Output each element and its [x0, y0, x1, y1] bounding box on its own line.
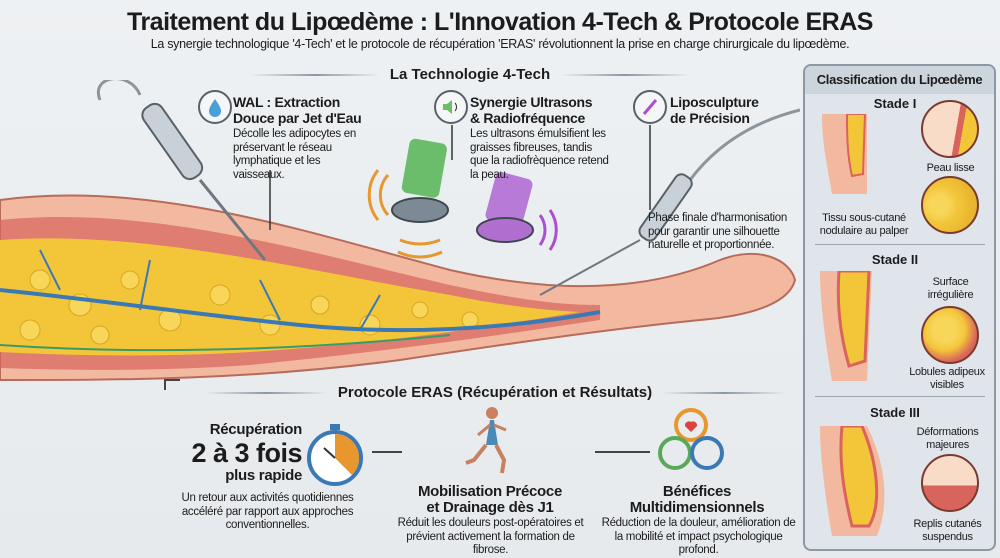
recovery-description: Un retour aux activités quotidiennes acc… [181, 492, 354, 531]
benefits-description: Réduction de la douleur, amélioration de… [601, 517, 796, 556]
stage-3-title: Stade III [870, 405, 920, 420]
stage-1-label-a: Peau lisse [926, 162, 975, 174]
recovery-label: Récupération [209, 421, 303, 438]
stage-3-leg-icon [820, 426, 885, 536]
classification-panel: Classification du Lipœdème Stade I Peau … [803, 64, 996, 551]
us-rf-title: Synergie Ultrasons& Radiofréquence [470, 94, 593, 126]
stage-2-label-a: Surface irrégulière [927, 276, 974, 301]
connector-line [372, 451, 402, 453]
leg-cross-section-illustration [0, 80, 800, 390]
stage-3-label-a: Déformations majeures [916, 426, 979, 451]
classification-heading: Classification du Lipœdème [805, 66, 994, 94]
divider [815, 396, 985, 397]
water-drop-icon [198, 90, 232, 124]
stage-1-skin-detail [921, 100, 979, 158]
stage-1-fat-detail [921, 176, 979, 234]
mobilisation-description: Réduit les douleurs post-opératoires et … [397, 517, 584, 556]
stopwatch-icon [307, 424, 363, 486]
page-subtitle: La synergie technologique '4-Tech' et le… [150, 37, 850, 51]
tech-heading-text: La Technologie 4-Tech [389, 66, 551, 83]
eras-section-heading: Protocole ERAS (Récupération et Résultat… [205, 384, 785, 401]
speaker-icon [434, 90, 468, 124]
connector-line [595, 451, 650, 453]
divider [815, 244, 985, 245]
stage-3-label-b: Replis cutanés suspendus [913, 518, 982, 543]
page-title: Traitement du Lipœdème : L'Innovation 4-… [127, 8, 873, 36]
us-rf-description: Les ultrasons émulsifient les graisses f… [470, 128, 609, 181]
stage-3-folds-detail [921, 454, 979, 512]
wal-description: Décolle les adipocytes en préservant le … [233, 128, 356, 181]
stage-1-title: Stade I [873, 96, 917, 111]
cannula-icon [633, 90, 667, 124]
stage-2-title: Stade II [871, 252, 919, 267]
tech-section-heading: La Technologie 4-Tech [250, 66, 690, 83]
recovery-big-number: 2 à 3 fois [191, 438, 302, 468]
stage-1-leg-icon [822, 114, 867, 194]
benefits-cycle-icon [658, 408, 724, 470]
stage-1-label-b: Tissu sous-cutané nodulaire au palper [819, 212, 909, 237]
lipo-description: Phase finale d'harmonisation pour garant… [648, 212, 787, 251]
recovery-small-label: plus rapide [225, 467, 302, 484]
stage-2-leg-icon [820, 271, 872, 381]
eras-heading-text: Protocole ERAS (Récupération et Résultat… [337, 384, 653, 401]
recovery-stat: Récupération 2 à 3 fois plus rapide [168, 422, 302, 484]
stage-2-lobules-detail [921, 306, 979, 364]
stage-2-label-b: Lobules adipeux visibles [909, 366, 985, 391]
runner-icon [465, 407, 507, 474]
